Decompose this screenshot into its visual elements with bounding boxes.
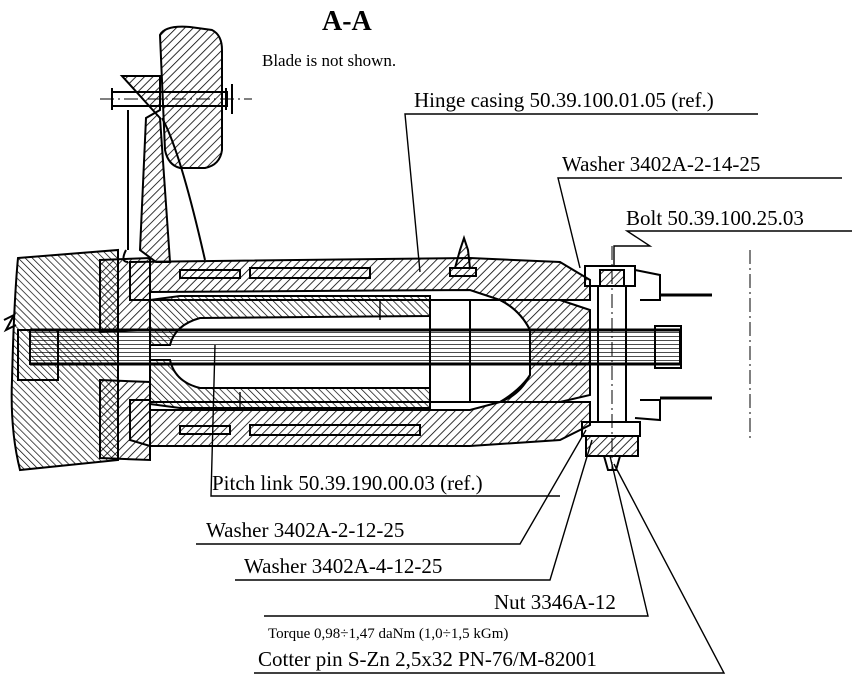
label-torque: Torque 0,98÷1,47 daNm (1,0÷1,5 kGm) bbox=[268, 626, 508, 642]
section-note: Blade is not shown. bbox=[262, 51, 396, 70]
label-bolt: Bolt 50.39.100.25.03 bbox=[626, 206, 804, 230]
hinge-casing bbox=[129, 234, 591, 447]
section-title: A-A bbox=[322, 6, 373, 37]
label-cotter-pin: Cotter pin S-Zn 2,5x32 PN-76/M-82001 bbox=[258, 647, 597, 671]
lever-arm bbox=[100, 25, 252, 263]
label-washer-top: Washer 3402A-2-14-25 bbox=[562, 152, 760, 176]
label-nut: Nut 3346A-12 bbox=[494, 590, 616, 614]
bolt-assembly bbox=[581, 246, 712, 471]
label-hinge-casing: Hinge casing 50.39.100.01.05 (ref.) bbox=[414, 88, 714, 112]
label-pitch-link: Pitch link 50.39.190.00.03 (ref.) bbox=[212, 471, 483, 495]
label-washer-2-12: Washer 3402A-2-12-25 bbox=[206, 518, 404, 542]
label-washer-4-12: Washer 3402A-4-12-25 bbox=[244, 554, 442, 578]
pitch-link-rod bbox=[29, 325, 682, 369]
leader-lines bbox=[196, 113, 852, 674]
